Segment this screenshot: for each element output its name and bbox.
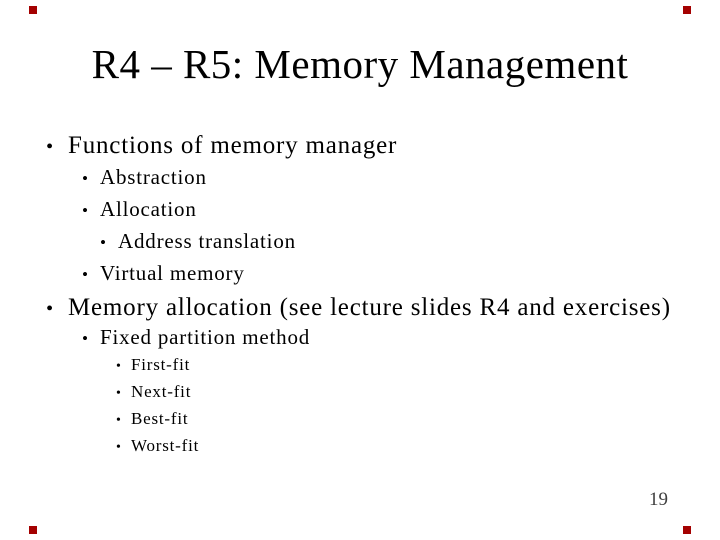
bullet-item: • First-fit bbox=[116, 354, 190, 377]
bullet-item: • Functions of memory manager bbox=[46, 131, 397, 162]
bullet-text: Virtual memory bbox=[100, 261, 245, 285]
bullet-text: Best-fit bbox=[131, 409, 189, 428]
bullet-text: Fixed partition method bbox=[100, 325, 311, 349]
bullet-item: • Worst-fit bbox=[116, 435, 199, 458]
bullet-icon: • bbox=[116, 440, 121, 455]
bullet-icon: • bbox=[116, 413, 121, 428]
bullet-item: • Next-fit bbox=[116, 381, 191, 404]
corner-marker-bottom-left bbox=[29, 526, 37, 534]
slide-title: R4 – R5: Memory Management bbox=[91, 41, 629, 87]
bullet-item: • Abstraction bbox=[82, 164, 207, 192]
bullet-item: • Virtual memory bbox=[82, 260, 245, 288]
bullet-icon: • bbox=[100, 233, 107, 252]
bullet-item: • Fixed partition method bbox=[82, 324, 310, 352]
bullet-icon: • bbox=[116, 386, 121, 401]
bullet-icon: • bbox=[116, 359, 121, 374]
corner-marker-top-right bbox=[683, 6, 691, 14]
bullet-text: Next-fit bbox=[131, 382, 192, 401]
bullet-text: First-fit bbox=[131, 355, 191, 374]
corner-marker-top-left bbox=[29, 6, 37, 14]
bullet-icon: • bbox=[82, 329, 89, 348]
slide-page-number: 19 bbox=[649, 489, 668, 510]
bullet-item: • Best-fit bbox=[116, 408, 188, 431]
bullet-icon: • bbox=[46, 136, 54, 158]
bullet-text: Functions of memory manager bbox=[68, 132, 398, 159]
bullet-text: Allocation bbox=[100, 197, 197, 221]
bullet-item: • Address translation bbox=[82, 228, 296, 256]
bullet-item: • Allocation bbox=[82, 196, 197, 224]
bullet-text: Memory allocation (see lecture slides R4… bbox=[68, 294, 671, 321]
bullet-text: Worst-fit bbox=[131, 436, 200, 455]
corner-marker-bottom-right bbox=[683, 526, 691, 534]
bullet-icon: • bbox=[82, 265, 89, 284]
bullet-item: • Memory allocation (see lecture slides … bbox=[46, 293, 671, 324]
bullet-text: Address translation bbox=[118, 229, 296, 253]
bullet-icon: • bbox=[82, 169, 89, 188]
bullet-icon: • bbox=[46, 298, 54, 320]
bullet-text: Abstraction bbox=[100, 165, 207, 189]
bullet-icon: • bbox=[82, 201, 89, 220]
